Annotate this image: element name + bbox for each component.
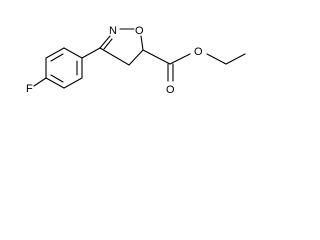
carbon-nitrogen-double-bond	[99, 35, 111, 49]
ring-nitrogen-atom-label: N	[109, 25, 117, 37]
bond	[45, 47, 65, 59]
bond	[63, 47, 83, 59]
carbon-nitrogen-double-bond	[103, 38, 113, 50]
ester-oxygen-ethyl-bond	[206, 53, 227, 65]
aryl-ring-bond	[81, 47, 101, 59]
ethyl-ester-group	[142, 49, 246, 82]
ethyl-bond	[225, 53, 246, 65]
bond	[45, 77, 65, 89]
ring-to-carbonyl-bond	[142, 49, 171, 65]
ring-carbon-bond	[99, 47, 130, 66]
fluorophenyl-ring	[45, 47, 83, 89]
isoxazoline-ester-structure: F N O O O	[26, 25, 246, 96]
ring-carbon-bond	[128, 49, 144, 66]
carbon-fluorine-bond	[33, 77, 47, 87]
ring-oxygen-atom-label: O	[135, 25, 144, 37]
bond	[63, 77, 83, 89]
ester-oxygen-atom-label: O	[194, 46, 203, 58]
isoxazoline-ring	[99, 28, 144, 66]
carbonyl-ester-oxygen-bond	[169, 53, 191, 65]
oxygen-carbon-bond	[140, 35, 144, 51]
fluorine-atom-label: F	[26, 83, 33, 95]
aromatic-double-bond	[50, 53, 64, 62]
aromatic-double-bond	[50, 74, 64, 83]
carbonyl-oxygen-atom-label: O	[166, 84, 175, 96]
